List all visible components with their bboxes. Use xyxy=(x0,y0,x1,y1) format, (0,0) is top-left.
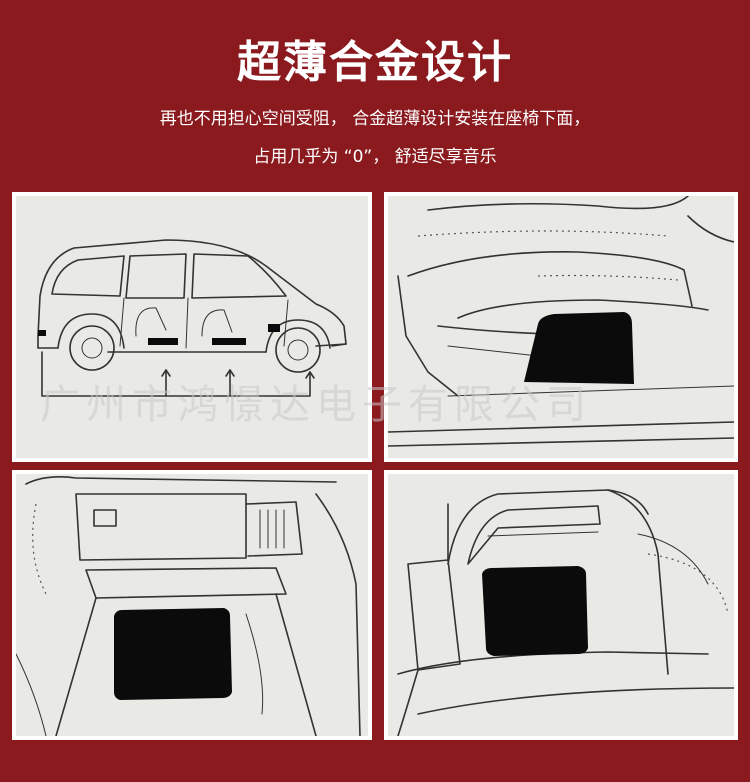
watermark: 广州市鸿憬达电子有限公司 xyxy=(40,382,592,428)
page-title: 超薄合金设计 xyxy=(237,37,513,88)
subtitle-line-1: 再也不用担心空间受阻， 合金超薄设计安装在座椅下面， xyxy=(159,109,591,129)
seat-sketch xyxy=(388,196,734,458)
illustration-trunk xyxy=(384,470,738,740)
illustration-dashboard xyxy=(12,470,372,740)
van-sketch xyxy=(16,196,368,458)
trunk-sketch xyxy=(388,474,734,736)
illustration-seat-underside xyxy=(384,192,738,462)
subtitle-line-2: 占用几乎为 “0”， 舒适尽享音乐 xyxy=(253,147,497,167)
illustration-van-side xyxy=(12,192,372,462)
header: 超薄合金设计 再也不用担心空间受阻， 合金超薄设计安装在座椅下面， 占用几乎为 … xyxy=(0,0,750,190)
dashboard-sketch xyxy=(16,474,368,736)
